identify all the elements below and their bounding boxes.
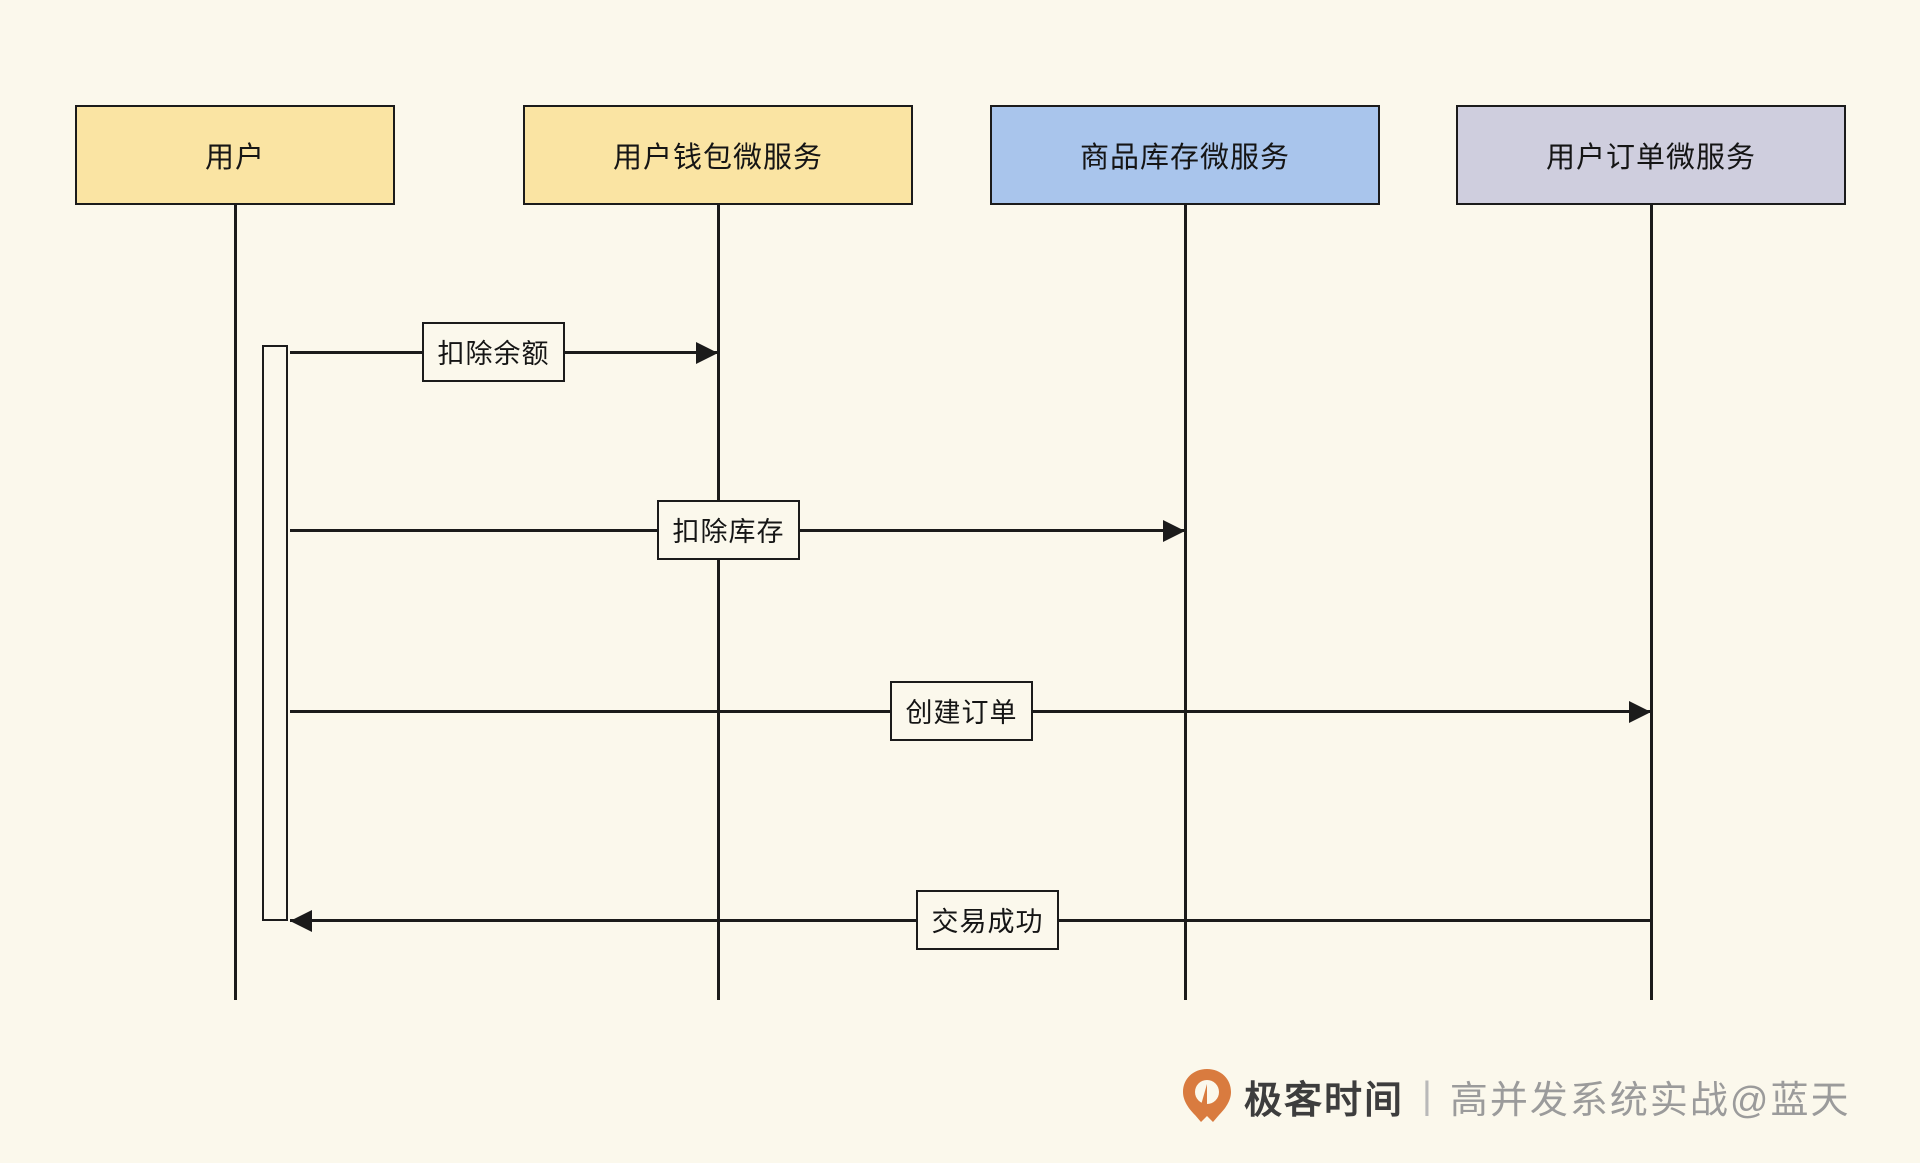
participant-box-inventory-service[interactable]: 商品库存微服务 [990, 105, 1380, 205]
participant-box-wallet-service[interactable]: 用户钱包微服务 [523, 105, 913, 205]
lifeline-inventory-service [1184, 205, 1187, 1000]
message-arrowhead-deduct-balance [696, 342, 718, 364]
participant-box-order-service[interactable]: 用户订单微服务 [1456, 105, 1846, 205]
message-arrowhead-deduct-inventory [1163, 520, 1185, 542]
lifeline-order-service [1650, 205, 1653, 1000]
participant-label-order-service: 用户订单微服务 [1545, 142, 1756, 174]
watermark: 极客时间 | 高并发系统实战@蓝天 [1180, 1060, 1850, 1132]
activation-bar-user [262, 345, 288, 921]
message-label-deduct-inventory[interactable]: 扣除库存 [657, 500, 800, 560]
participant-label-wallet-service: 用户钱包微服务 [612, 142, 823, 174]
message-label-transaction-success[interactable]: 交易成功 [916, 890, 1059, 950]
message-label-create-order[interactable]: 创建订单 [890, 681, 1033, 741]
lifeline-user [234, 205, 237, 1000]
message-label-text-transaction-success: 交易成功 [931, 906, 1044, 937]
participant-label-inventory-service: 商品库存微服务 [1079, 142, 1290, 174]
watermark-separator: | [1422, 1074, 1432, 1117]
lifeline-wallet-service [717, 205, 720, 1000]
message-arrowhead-transaction-success [290, 910, 312, 932]
watermark-brand: 极客时间 [1244, 1079, 1405, 1122]
geekbang-logo-icon [1183, 1069, 1231, 1122]
watermark-course: 高并发系统实战@蓝天 [1449, 1079, 1851, 1122]
message-label-deduct-balance[interactable]: 扣除余额 [422, 322, 565, 382]
message-label-text-create-order: 创建订单 [905, 697, 1018, 728]
participant-label-user: 用户 [204, 142, 265, 174]
participant-box-user[interactable]: 用户 [75, 105, 395, 205]
message-label-text-deduct-balance: 扣除余额 [437, 338, 550, 369]
message-label-text-deduct-inventory: 扣除库存 [672, 516, 785, 547]
message-arrowhead-create-order [1629, 701, 1651, 723]
